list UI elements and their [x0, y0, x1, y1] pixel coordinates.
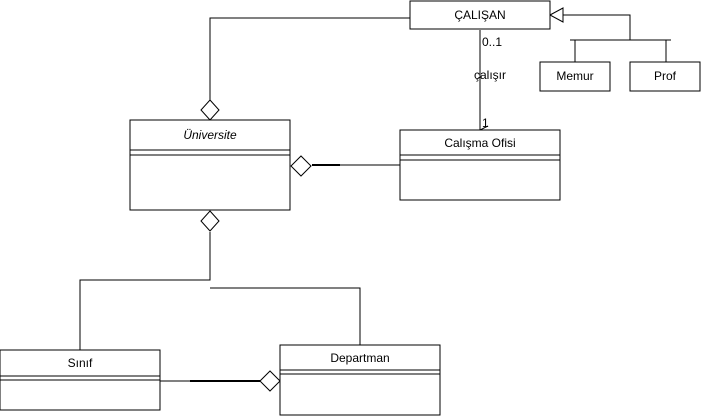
class-universite-name: Üniversite [183, 128, 237, 142]
calisan-universite-link[interactable] [209, 17, 410, 100]
class-calisma-ofisi-name: Calışma Ofisi [444, 136, 515, 150]
class-prof[interactable]: Prof [629, 61, 701, 92]
connectors [79, 14, 671, 382]
generalization-triangle [548, 7, 564, 23]
association-label: çalışır [474, 68, 506, 82]
class-calisma-ofisi[interactable]: Calışma Ofisi [399, 129, 561, 201]
class-calisan[interactable]: ÇALIŞAN [409, 0, 551, 30]
aggregation-diamond-universite-right [290, 155, 312, 177]
class-prof-name: Prof [654, 69, 677, 83]
class-departman[interactable]: Departman [279, 344, 441, 416]
universite-departman-link[interactable] [210, 287, 361, 345]
class-universite[interactable]: Üniversite [129, 119, 291, 211]
aggregation-diamond-universite-top [200, 99, 220, 121]
class-sinif[interactable]: Sınıf [0, 349, 161, 411]
class-calisan-name: ÇALIŞAN [454, 8, 505, 22]
aggregation-diamond-departman-left [259, 370, 281, 392]
class-memur-name: Memur [556, 69, 593, 83]
memur-generalization-link[interactable] [574, 39, 667, 62]
aggregation-diamond-universite-bottom [200, 210, 220, 232]
class-sinif-name: Sınıf [68, 356, 93, 370]
class-departman-name: Departman [330, 351, 389, 365]
multiplicity-bottom-label: 1 [482, 116, 489, 130]
generalization-trunk[interactable] [563, 14, 631, 40]
multiplicity-top-label: 0..1 [482, 35, 502, 49]
class-memur[interactable]: Memur [539, 61, 611, 92]
universite-sinif-link[interactable] [79, 232, 211, 350]
